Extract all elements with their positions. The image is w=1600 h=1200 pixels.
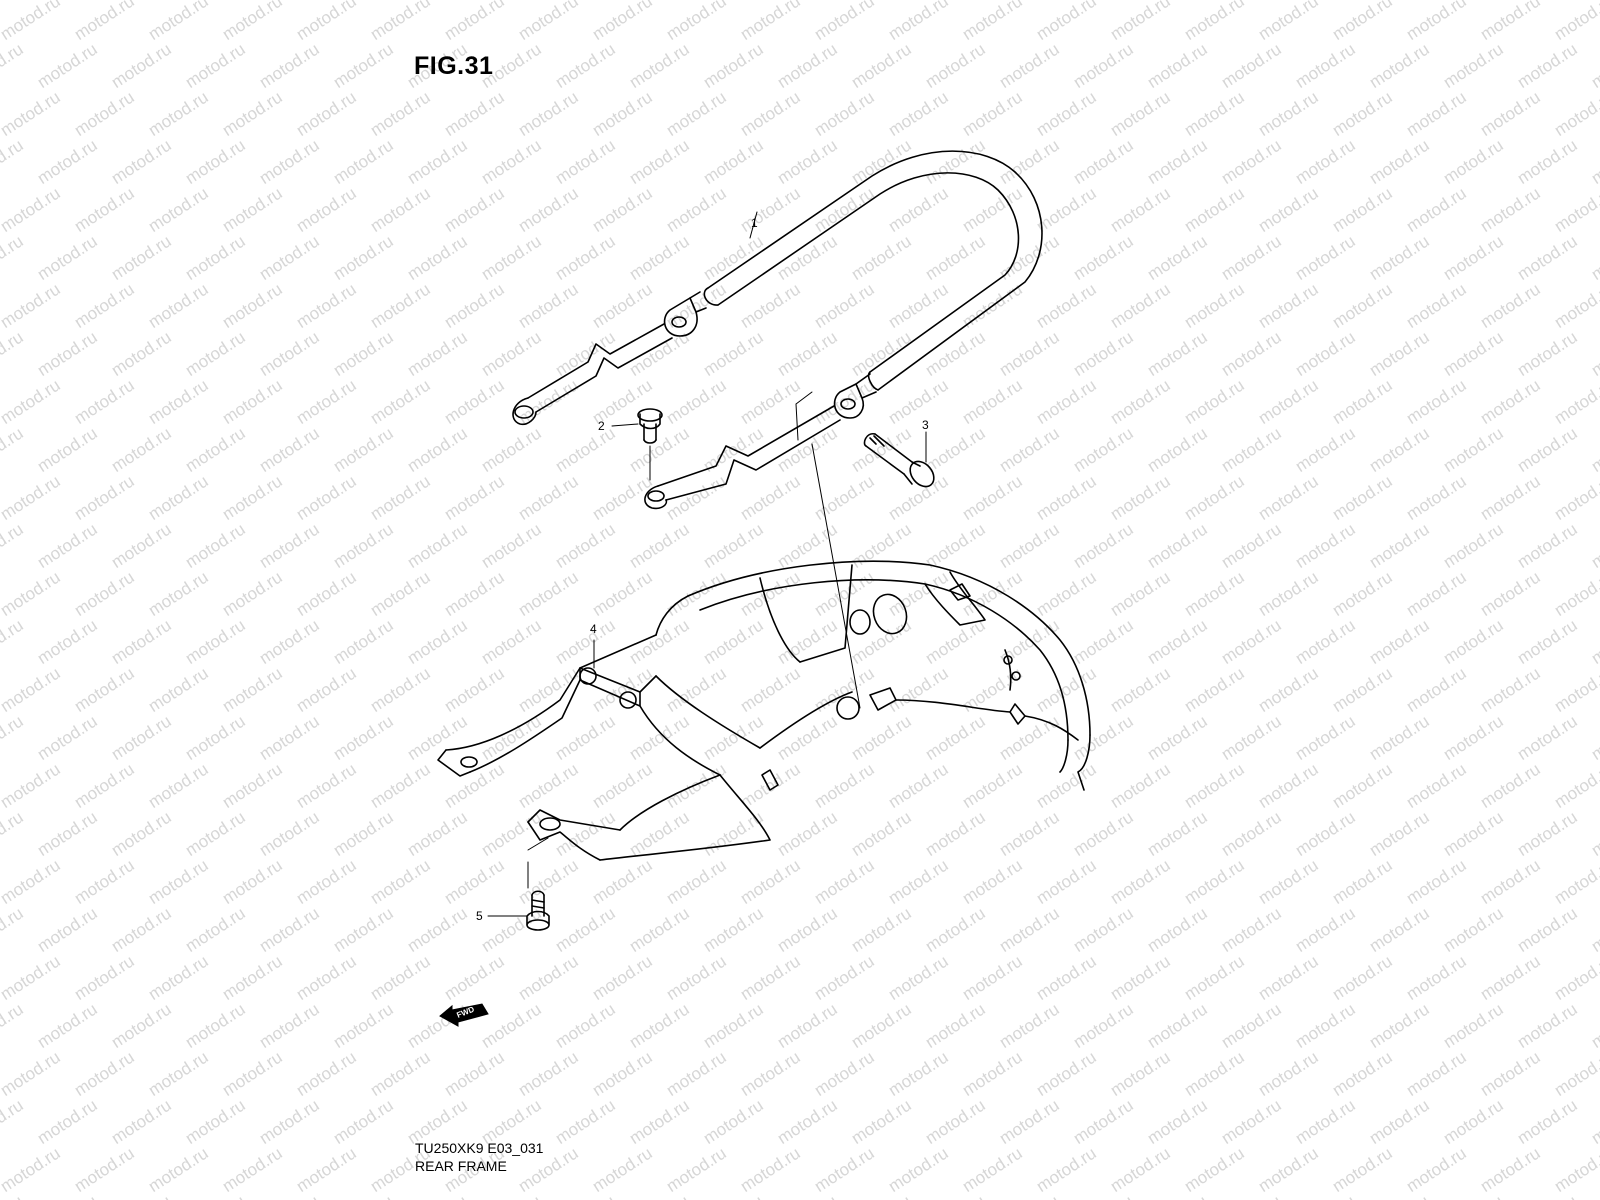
callout-3: 3 [922,418,929,432]
bolt-socket[interactable] [863,433,938,491]
callout-2: 2 [598,419,605,433]
section-title: REAR FRAME [415,1158,507,1174]
model-code: TU250XK9 E03_031 [415,1140,544,1156]
forward-arrow-icon: FWD [439,1003,489,1027]
bolt-lower[interactable] [526,890,550,931]
figure-title: FIG.31 [414,52,494,80]
leader-lines [487,211,927,917]
bolt-flanged[interactable] [637,408,663,444]
callout-1: 1 [751,216,758,230]
rear-fender-frame[interactable] [437,560,1091,861]
callout-4: 4 [590,622,597,636]
callout-5: 5 [476,909,483,923]
rear-frame-tube[interactable] [512,150,1043,510]
